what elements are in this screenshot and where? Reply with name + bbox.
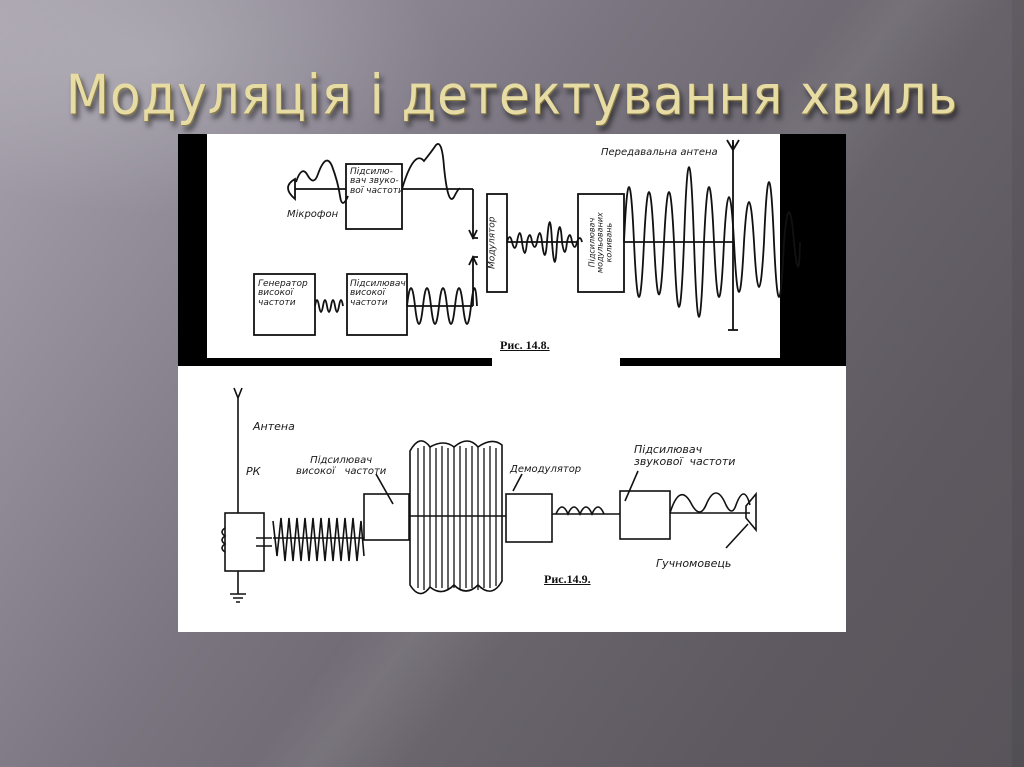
frame-left-black: [178, 134, 207, 366]
frame-right-black: [780, 134, 846, 366]
transmitter-diagram: [253, 139, 801, 336]
audio-amplifier-label: Підсилю- вач звуко- вої частоти: [350, 167, 404, 196]
figure-14-8-caption: Рис. 14.8.: [500, 338, 550, 352]
audio-amplifier-rx-label: Підсилювач звукової частоти: [634, 443, 736, 468]
rk-label: РК: [246, 465, 261, 478]
transmit-antenna-label: Передавальна антена: [601, 147, 718, 158]
receiver-antenna-icon: [233, 387, 243, 513]
hf-amplifier-label: Підсилювач високої частоти: [350, 279, 406, 308]
demodulator-label: Демодулятор: [510, 464, 582, 475]
antenna-icon: [726, 139, 740, 152]
background-edge: [1012, 0, 1024, 767]
figure-frame: Мікрофон Підсилю- вач звуко- вої частоти…: [178, 134, 846, 632]
loudspeaker-label: Гучномовець: [656, 557, 732, 570]
modulated-amplifier-label: Підсилювач модульованих коливань: [587, 212, 614, 273]
antenna-label: Антена: [253, 420, 295, 433]
ground-icon: [230, 593, 246, 603]
frame-bottom-bar-left: [178, 358, 492, 366]
hf-generator-label: Генератор високої частоти: [258, 279, 308, 308]
slide-title: Модуляція і детектування хвиль: [65, 63, 959, 127]
capacitor-icon: [256, 537, 272, 547]
microphone-icon: [287, 177, 296, 201]
modulator-label: Модулятор: [487, 216, 498, 269]
hf-amplifier-rx-label: Підсилювач високої частоти: [296, 455, 387, 477]
receiver-diagram: [221, 387, 757, 603]
loudspeaker-icon: [745, 491, 757, 533]
figure-14-9-caption: Рис.14.9.: [544, 572, 591, 586]
microphone-label: Мікрофон: [287, 209, 339, 220]
frame-bottom-bar-right: [620, 358, 846, 366]
inductor-icon: [221, 527, 227, 553]
